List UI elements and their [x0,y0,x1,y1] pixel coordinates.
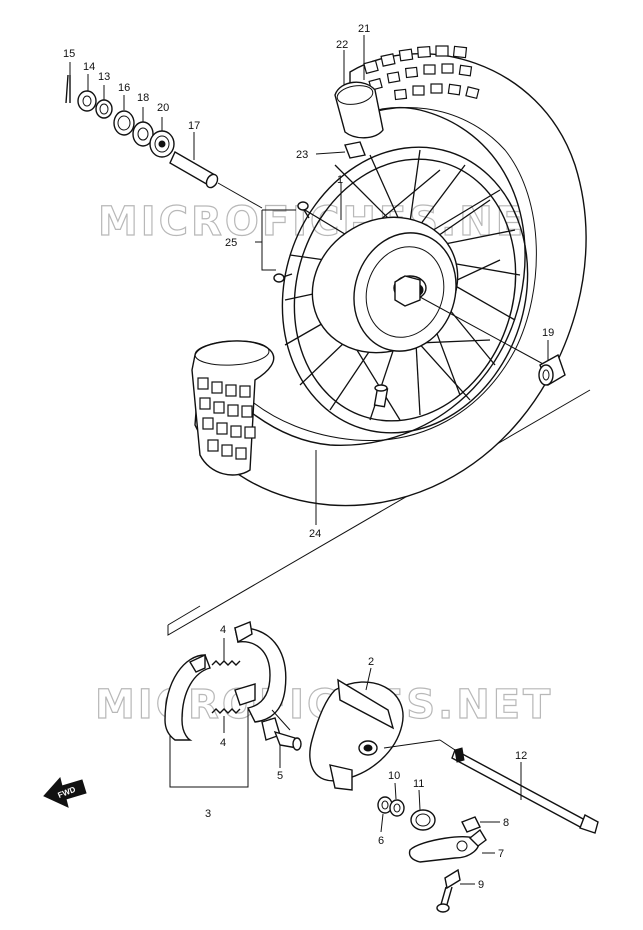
callout-24: 24 [309,528,321,540]
bracket-3 [169,708,249,788]
dust-seal [113,110,135,136]
axle-centerline-right [419,296,546,366]
spring-upper [211,660,241,666]
callout-14: 14 [83,61,95,73]
callout-3: 3 [205,808,211,820]
callout-10: 10 [388,770,400,782]
callout-8: 8 [503,817,509,829]
callout-16: 16 [118,82,130,94]
washer-10 [389,799,405,817]
tire-tread-left [197,377,256,460]
callout-17: 17 [188,120,200,132]
brake-cam [261,709,302,751]
brake-shoe-right [234,621,287,723]
rim-band [344,141,366,159]
callout-21: 21 [358,23,370,35]
callout-13: 13 [98,71,110,83]
callout-6: 6 [378,835,384,847]
tire-tread-top [363,45,480,101]
valve-stem [373,384,389,408]
brake-arm [408,828,487,863]
callout-20: 20 [157,102,169,114]
callout-11: 11 [413,778,424,790]
callout-7: 7 [498,848,504,860]
brake-shoe-left [164,653,211,741]
return-spring [410,809,436,831]
callout-19: 19 [542,327,554,339]
callout-23: 23 [296,149,308,161]
callout-4b: 4 [220,737,226,749]
callout-2: 2 [368,656,374,668]
clip-8 [461,816,481,833]
bolt-9 [436,868,461,913]
screw-25a [297,201,310,219]
callout-leaders [69,35,549,885]
callout-22: 22 [336,39,348,51]
bearing-20 [149,130,175,158]
tire [191,45,587,507]
callout-4a: 4 [220,624,226,636]
screw-25b [273,273,293,283]
washer-13 [95,99,113,119]
castle-nut [77,90,97,112]
callout-18: 18 [137,92,149,104]
bracket-25 [261,210,276,271]
callout-1: 1 [337,174,343,186]
spring-lower [211,708,241,714]
callout-25: 25 [225,237,237,249]
spacer-tube [169,151,219,189]
bearing-19 [538,353,566,387]
axle-bolt [439,739,599,834]
callout-15: 15 [63,48,75,60]
callout-12: 12 [515,750,527,762]
callout-9: 9 [478,879,484,891]
cotter-pin [65,74,71,104]
callout-labels: 15 14 13 16 18 20 17 21 22 23 1 25 19 24… [63,23,554,891]
callout-5: 5 [277,770,283,782]
fwd-arrow: FWD [43,776,87,808]
wheel-hub [311,216,459,354]
brake-panel [309,678,441,791]
watermark-top: MICROFICHES.NET [98,199,556,245]
axle-centerline-left [217,182,263,209]
